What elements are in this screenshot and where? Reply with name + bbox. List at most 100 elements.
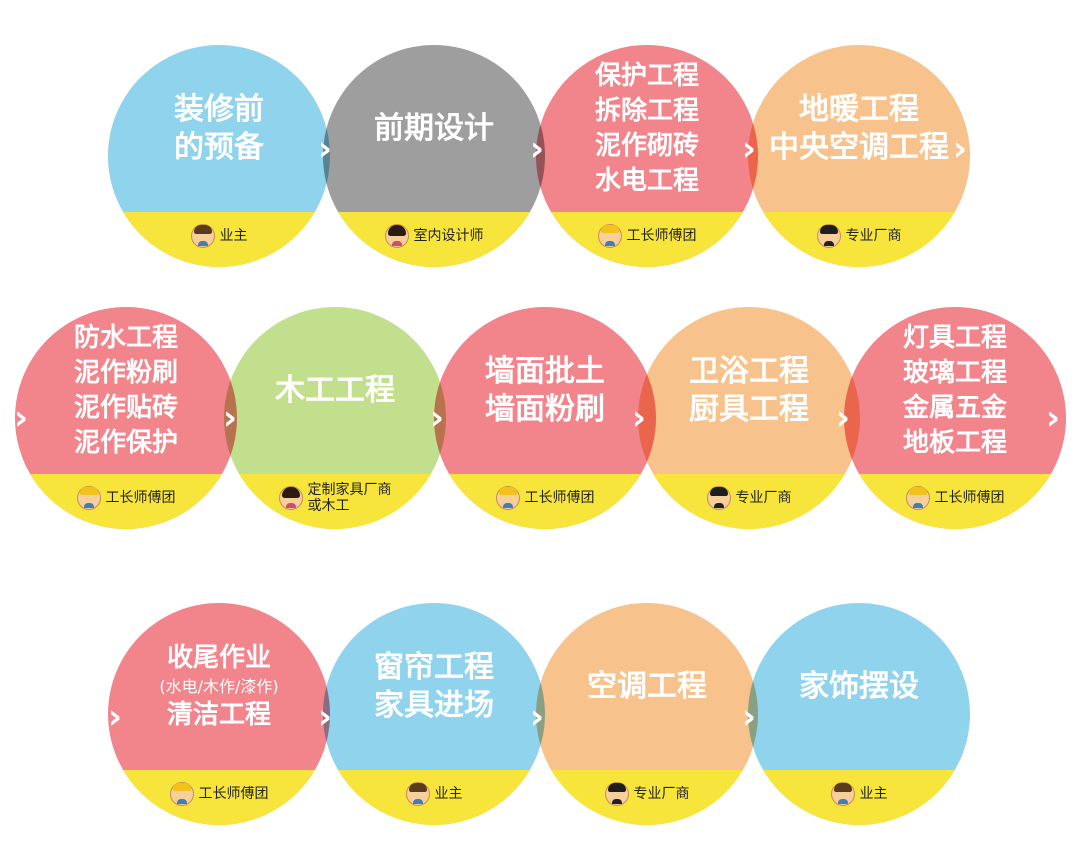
step-title: 木工工程 — [224, 307, 446, 474]
role-label: 工长师傅团 — [536, 215, 758, 257]
step-circle: 保护工程拆除工程泥作砌砖水电工程工长师傅团 — [536, 45, 758, 267]
role-text-line: 专业厂商 — [633, 786, 690, 802]
chevron-right-icon: › — [836, 398, 851, 438]
role-label: 室内设计师 — [323, 215, 545, 257]
step-circle: 墙面批土墙面粉刷工长师傅团 — [434, 307, 656, 529]
role-text-line: 专业厂商 — [735, 490, 792, 506]
step-title: 墙面批土墙面粉刷 — [434, 307, 656, 474]
step-title-line: 泥作砌砖 — [594, 130, 699, 161]
chevron-right-icon: › — [1046, 398, 1061, 438]
vendor-avatar-icon — [706, 486, 731, 510]
owner-avatar-icon — [830, 782, 855, 806]
step-title-line: 玻璃工程 — [902, 357, 1007, 388]
role-label: 业主 — [748, 773, 970, 815]
role-label: 业主 — [323, 773, 545, 815]
role-text: 工长师傅团 — [199, 786, 269, 802]
owner-avatar-icon — [190, 224, 215, 248]
designer-avatar-icon — [278, 486, 303, 510]
chevron-right-icon: › — [742, 697, 757, 737]
role-label: 工长师傅团 — [15, 477, 237, 519]
step-title-line: 地板工程 — [902, 427, 1007, 458]
chevron-right-icon: › — [108, 697, 123, 737]
step-title: 空调工程 — [536, 603, 758, 770]
step-title-line: 拆除工程 — [594, 95, 699, 126]
step-title-line: 防水工程 — [73, 322, 178, 353]
role-label: 工长师傅团 — [108, 773, 330, 815]
step-title-line: 家饰摆设 — [799, 668, 919, 704]
step-title-line: 金属五金 — [902, 392, 1007, 423]
step-title-line: 的预备 — [174, 129, 264, 165]
role-text: 工长师傅团 — [627, 228, 697, 244]
role-text: 专业厂商 — [634, 786, 690, 802]
step-title-line: 收尾作业 — [166, 642, 271, 673]
role-text: 业主 — [860, 786, 888, 802]
role-text: 业主 — [435, 786, 463, 802]
role-band — [844, 474, 1066, 529]
role-text: 专业厂商 — [846, 228, 902, 244]
chevron-right-icon: › — [430, 398, 445, 438]
chevron-right-icon: › — [14, 398, 29, 438]
role-label: 业主 — [108, 215, 330, 257]
vendor-avatar-icon — [604, 782, 629, 806]
role-band — [748, 212, 970, 267]
step-title-line: 中央空调工程 — [769, 129, 949, 165]
chevron-right-icon: › — [530, 697, 545, 737]
role-text-line: 室内设计师 — [413, 228, 484, 244]
role-label: 定制家具厂商或木工 — [224, 477, 446, 519]
step-title: 灯具工程玻璃工程金属五金地板工程 — [844, 307, 1066, 474]
role-label: 工长师傅团 — [844, 477, 1066, 519]
role-label: 专业厂商 — [748, 215, 970, 257]
step-title-line: 装修前 — [174, 91, 264, 127]
role-band — [15, 474, 237, 529]
role-band — [536, 212, 758, 267]
role-label: 专业厂商 — [536, 773, 758, 815]
role-band — [434, 474, 656, 529]
step-circle: 木工工程定制家具厂商或木工 — [224, 307, 446, 529]
role-text: 定制家具厂商或木工 — [308, 482, 392, 514]
role-text-line: 工长师傅团 — [105, 490, 176, 506]
role-text: 业主 — [220, 228, 248, 244]
step-circle: 防水工程泥作粉刷泥作贴砖泥作保护工长师傅团 — [15, 307, 237, 529]
step-title-line: 木工工程 — [275, 372, 395, 408]
step-title-line: 窗帘工程 — [374, 649, 494, 685]
step-title: 收尾作业(水电/木作/漆作)清洁工程 — [108, 603, 330, 770]
owner-avatar-icon — [405, 782, 430, 806]
role-text: 工长师傅团 — [525, 490, 595, 506]
role-band — [108, 770, 330, 825]
role-text-line: 工长师傅团 — [524, 490, 595, 506]
role-band — [748, 770, 970, 825]
chevron-right-icon: › — [530, 129, 545, 169]
step-title-line: 泥作粉刷 — [73, 357, 178, 388]
step-title-line: 泥作保护 — [73, 427, 178, 458]
step-title-line: 保护工程 — [594, 60, 699, 91]
worker-avatar-icon — [169, 782, 194, 806]
chevron-right-icon: › — [223, 398, 238, 438]
designer-avatar-icon — [384, 224, 409, 248]
step-title: 装修前的预备 — [108, 45, 330, 212]
step-circle: 家饰摆设业主 — [748, 603, 970, 825]
role-text-line: 业主 — [219, 228, 248, 244]
step-title: 防水工程泥作粉刷泥作贴砖泥作保护 — [15, 307, 237, 474]
step-title-line: 家具进场 — [374, 687, 494, 723]
step-title: 家饰摆设 — [748, 603, 970, 770]
role-band — [323, 770, 545, 825]
step-circle: 前期设计室内设计师 — [323, 45, 545, 267]
step-title: 卫浴工程厨具工程 — [638, 307, 860, 474]
step-title-line: 泥作贴砖 — [73, 392, 178, 423]
chevron-right-icon: › — [632, 398, 647, 438]
chevron-right-icon: › — [953, 129, 968, 169]
step-circle: 地暖工程中央空调工程专业厂商 — [748, 45, 970, 267]
role-text-line: 专业厂商 — [845, 228, 902, 244]
step-title-line: 墙面批土 — [485, 353, 605, 389]
step-title-line: 水电工程 — [594, 165, 699, 196]
role-text-line: 定制家具厂商 — [307, 482, 392, 498]
chevron-right-icon: › — [742, 129, 757, 169]
role-text-line: 业主 — [434, 786, 463, 802]
role-text: 工长师傅团 — [935, 490, 1005, 506]
role-label: 专业厂商 — [638, 477, 860, 519]
chevron-right-icon: › — [318, 129, 333, 169]
step-title-line: 地暖工程 — [799, 91, 919, 127]
role-text: 工长师傅团 — [106, 490, 176, 506]
role-text-line: 工长师傅团 — [934, 490, 1005, 506]
step-title-line: 灯具工程 — [902, 322, 1007, 353]
